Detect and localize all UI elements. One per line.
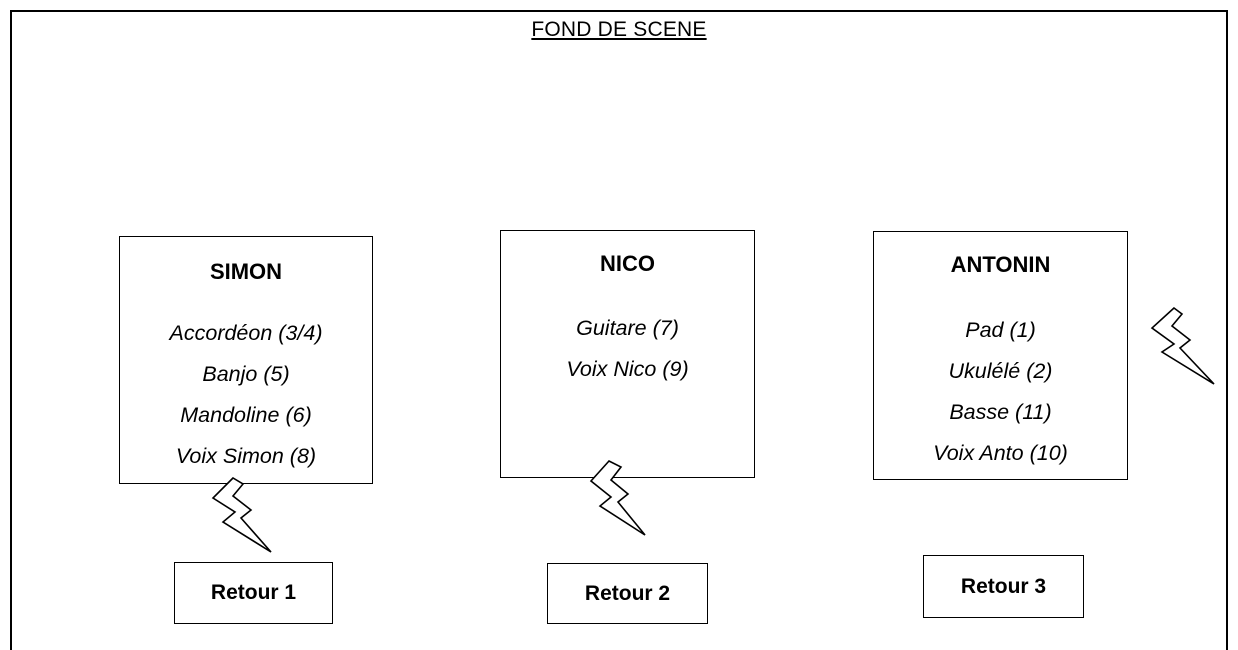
instrument-list: Guitare (7) Voix Nico (9) bbox=[501, 308, 754, 390]
instrument-item: Banjo (5) bbox=[202, 362, 290, 386]
instrument-item: Guitare (7) bbox=[576, 316, 679, 340]
instrument-item: Mandoline (6) bbox=[180, 403, 312, 427]
lightning-bolt-icon bbox=[1150, 306, 1215, 385]
instrument-list: Accordéon (3/4) Banjo (5) Mandoline (6) … bbox=[120, 313, 372, 477]
monitor-box-retour-1: Retour 1 bbox=[174, 562, 333, 624]
lightning-bolt-icon bbox=[211, 476, 272, 553]
monitor-box-retour-2: Retour 2 bbox=[547, 563, 708, 624]
stage-title: FOND DE SCENE bbox=[531, 18, 707, 41]
instrument-list: Pad (1) Ukulélé (2) Basse (11) Voix Anto… bbox=[874, 310, 1127, 474]
musician-box-nico: NICO Guitare (7) Voix Nico (9) bbox=[500, 230, 755, 478]
stage-outline bbox=[10, 10, 1228, 650]
lightning-bolt-icon bbox=[589, 460, 646, 536]
musician-name: ANTONIN bbox=[950, 252, 1051, 277]
musician-name: SIMON bbox=[209, 259, 283, 284]
instrument-item: Voix Simon (8) bbox=[175, 444, 317, 468]
musician-box-antonin: ANTONIN Pad (1) Ukulélé (2) Basse (11) V… bbox=[873, 231, 1128, 480]
instrument-item: Basse (11) bbox=[949, 400, 1052, 424]
instrument-item: Voix Anto (10) bbox=[933, 441, 1068, 465]
instrument-item: Accordéon (3/4) bbox=[169, 321, 323, 345]
musician-box-simon: SIMON Accordéon (3/4) Banjo (5) Mandolin… bbox=[119, 236, 373, 484]
monitor-box-retour-3: Retour 3 bbox=[923, 555, 1084, 618]
instrument-item: Voix Nico (9) bbox=[566, 357, 689, 381]
instrument-item: Ukulélé (2) bbox=[948, 359, 1053, 383]
instrument-item: Pad (1) bbox=[965, 318, 1036, 342]
musician-name: NICO bbox=[600, 251, 655, 276]
